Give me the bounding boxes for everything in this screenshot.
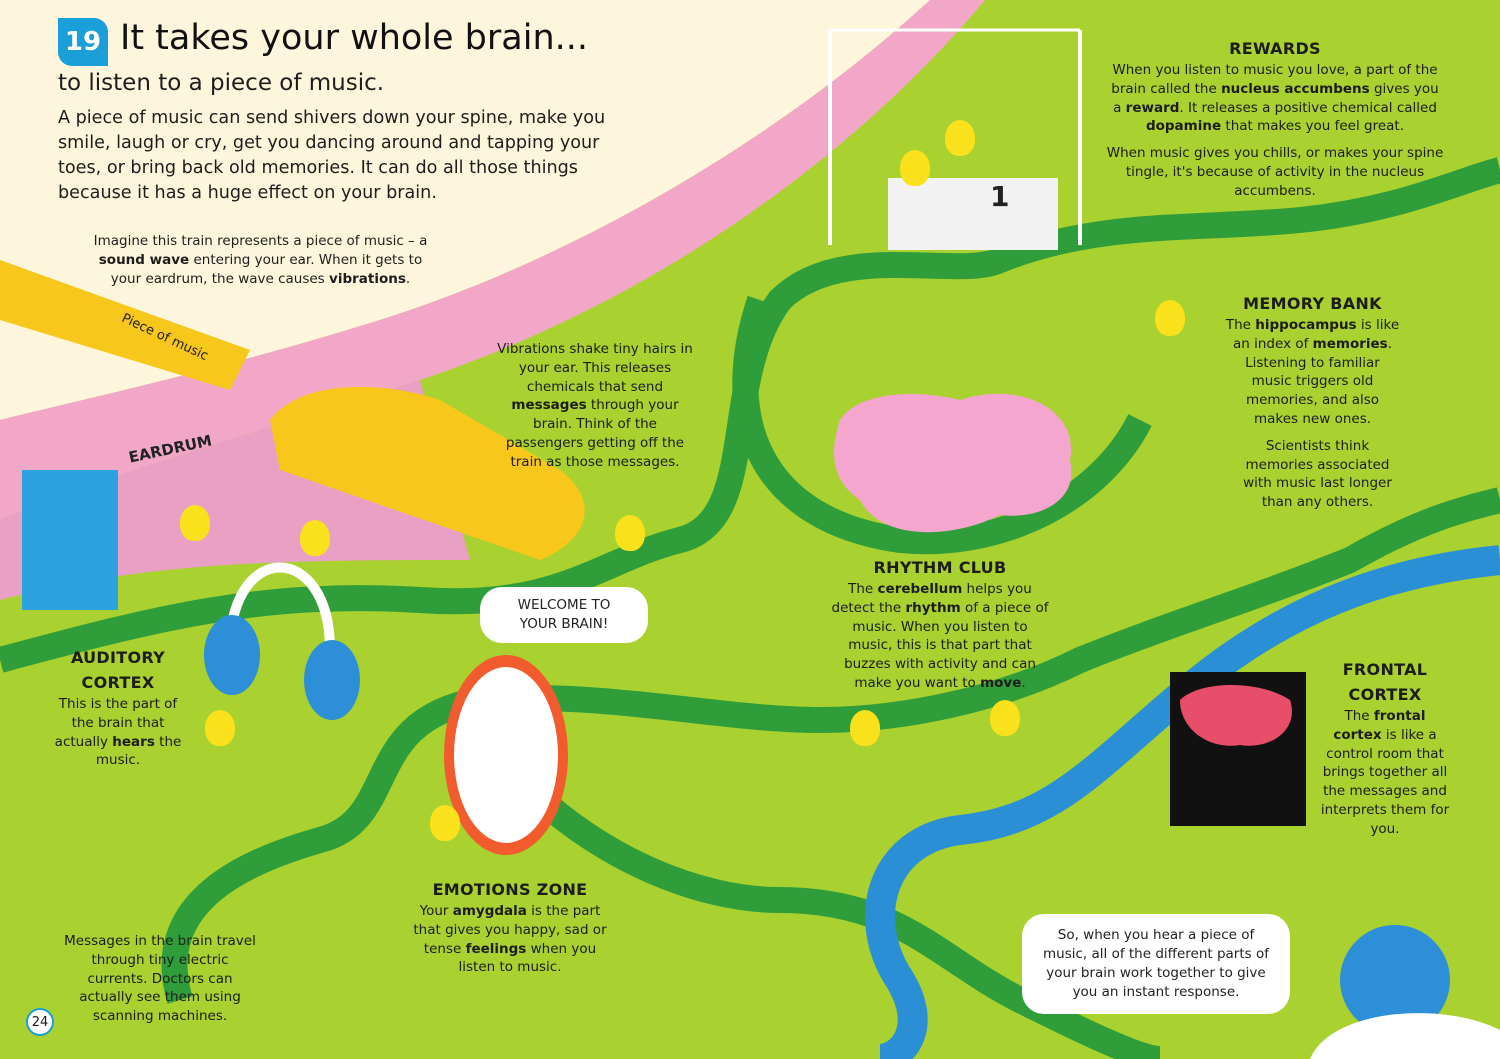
- podium-number: 1: [990, 180, 1010, 213]
- memory-bank-text-2: Scientists think memories associated wit…: [1243, 437, 1392, 511]
- chick-character: [900, 150, 930, 186]
- welcome-speech-bubble: WELCOME TO YOUR BRAIN!: [480, 587, 648, 643]
- train-caption: Imagine this train represents a piece of…: [93, 233, 428, 287]
- memory-bank-text: The hippocampus is like an index of memo…: [1225, 317, 1400, 427]
- page-section-badge: 19: [58, 18, 108, 66]
- chick-character: [1155, 300, 1185, 336]
- frontal-cortex-text: The frontal cortex is like a control roo…: [1320, 708, 1450, 837]
- emotions-zone-section: EMOTIONS ZONE Your amygdala is the part …: [405, 877, 615, 977]
- train: [0, 260, 585, 560]
- chick-character: [180, 505, 210, 541]
- rhythm-club-dancefloor: [834, 393, 1072, 533]
- emotions-zone-heading: EMOTIONS ZONE: [432, 880, 588, 899]
- rhythm-club-heading: RHYTHM CLUB: [873, 558, 1007, 577]
- frontal-cortex-heading: FRONTAL: [1342, 660, 1428, 679]
- rewards-text-2: When music gives you chills, or makes yo…: [1106, 145, 1444, 199]
- page-title: It takes your whole brain...: [120, 18, 589, 58]
- chick-character: [300, 520, 330, 556]
- memory-bank-heading: MEMORY BANK: [1243, 294, 1382, 313]
- river: [865, 545, 1500, 1059]
- rhythm-club-text: The cerebellum helps you detect the rhyt…: [831, 581, 1049, 691]
- podium: [888, 178, 1058, 250]
- cream-sky: [0, 0, 930, 420]
- pink-track: [0, 0, 985, 520]
- scientist: [1340, 925, 1450, 1035]
- messages-note: Messages in the brain travel through tin…: [64, 933, 256, 1025]
- scientist-speech-bubble: So, when you hear a piece of music, all …: [1022, 914, 1290, 1014]
- emotions-zone-text: Your amygdala is the part that gives you…: [413, 903, 607, 976]
- chick-character: [850, 710, 880, 746]
- auditory-cortex-heading: AUDITORY: [70, 648, 166, 667]
- page-subtitle: to listen to a piece of music.: [58, 70, 385, 96]
- rewards-section: REWARDS When you listen to music you lov…: [1107, 36, 1444, 201]
- rhythm-club-section: RHYTHM CLUB The cerebellum helps you det…: [830, 555, 1050, 693]
- chick-character: [205, 710, 235, 746]
- vibrations-text: Vibrations shake tiny hairs in your ear.…: [497, 341, 693, 470]
- chick-character: [945, 120, 975, 156]
- frontal-cortex-section: FRONTAL CORTEX The frontal cortex is lik…: [1320, 657, 1450, 839]
- rewards-text: When you listen to music you love, a par…: [1111, 62, 1439, 135]
- memory-bank-section: MEMORY BANK The hippocampus is like an i…: [1225, 291, 1400, 512]
- auditory-cortex-text: This is the part of the brain that actua…: [54, 696, 182, 769]
- chick-character: [990, 700, 1020, 736]
- page-number: 24: [26, 1008, 54, 1036]
- rewards-heading: REWARDS: [1229, 39, 1321, 58]
- headphones: [225, 562, 335, 651]
- chick-character: [430, 805, 460, 841]
- intro-paragraph: A piece of music can send shivers down y…: [58, 108, 606, 203]
- auditory-cortex-heading-2: CORTEX: [81, 673, 155, 692]
- frontal-cortex-heading-2: CORTEX: [1348, 685, 1422, 704]
- auditory-cortex-section: AUDITORY CORTEX This is the part of the …: [48, 645, 188, 770]
- chick-character: [615, 515, 645, 551]
- eardrum-booth: [22, 470, 118, 610]
